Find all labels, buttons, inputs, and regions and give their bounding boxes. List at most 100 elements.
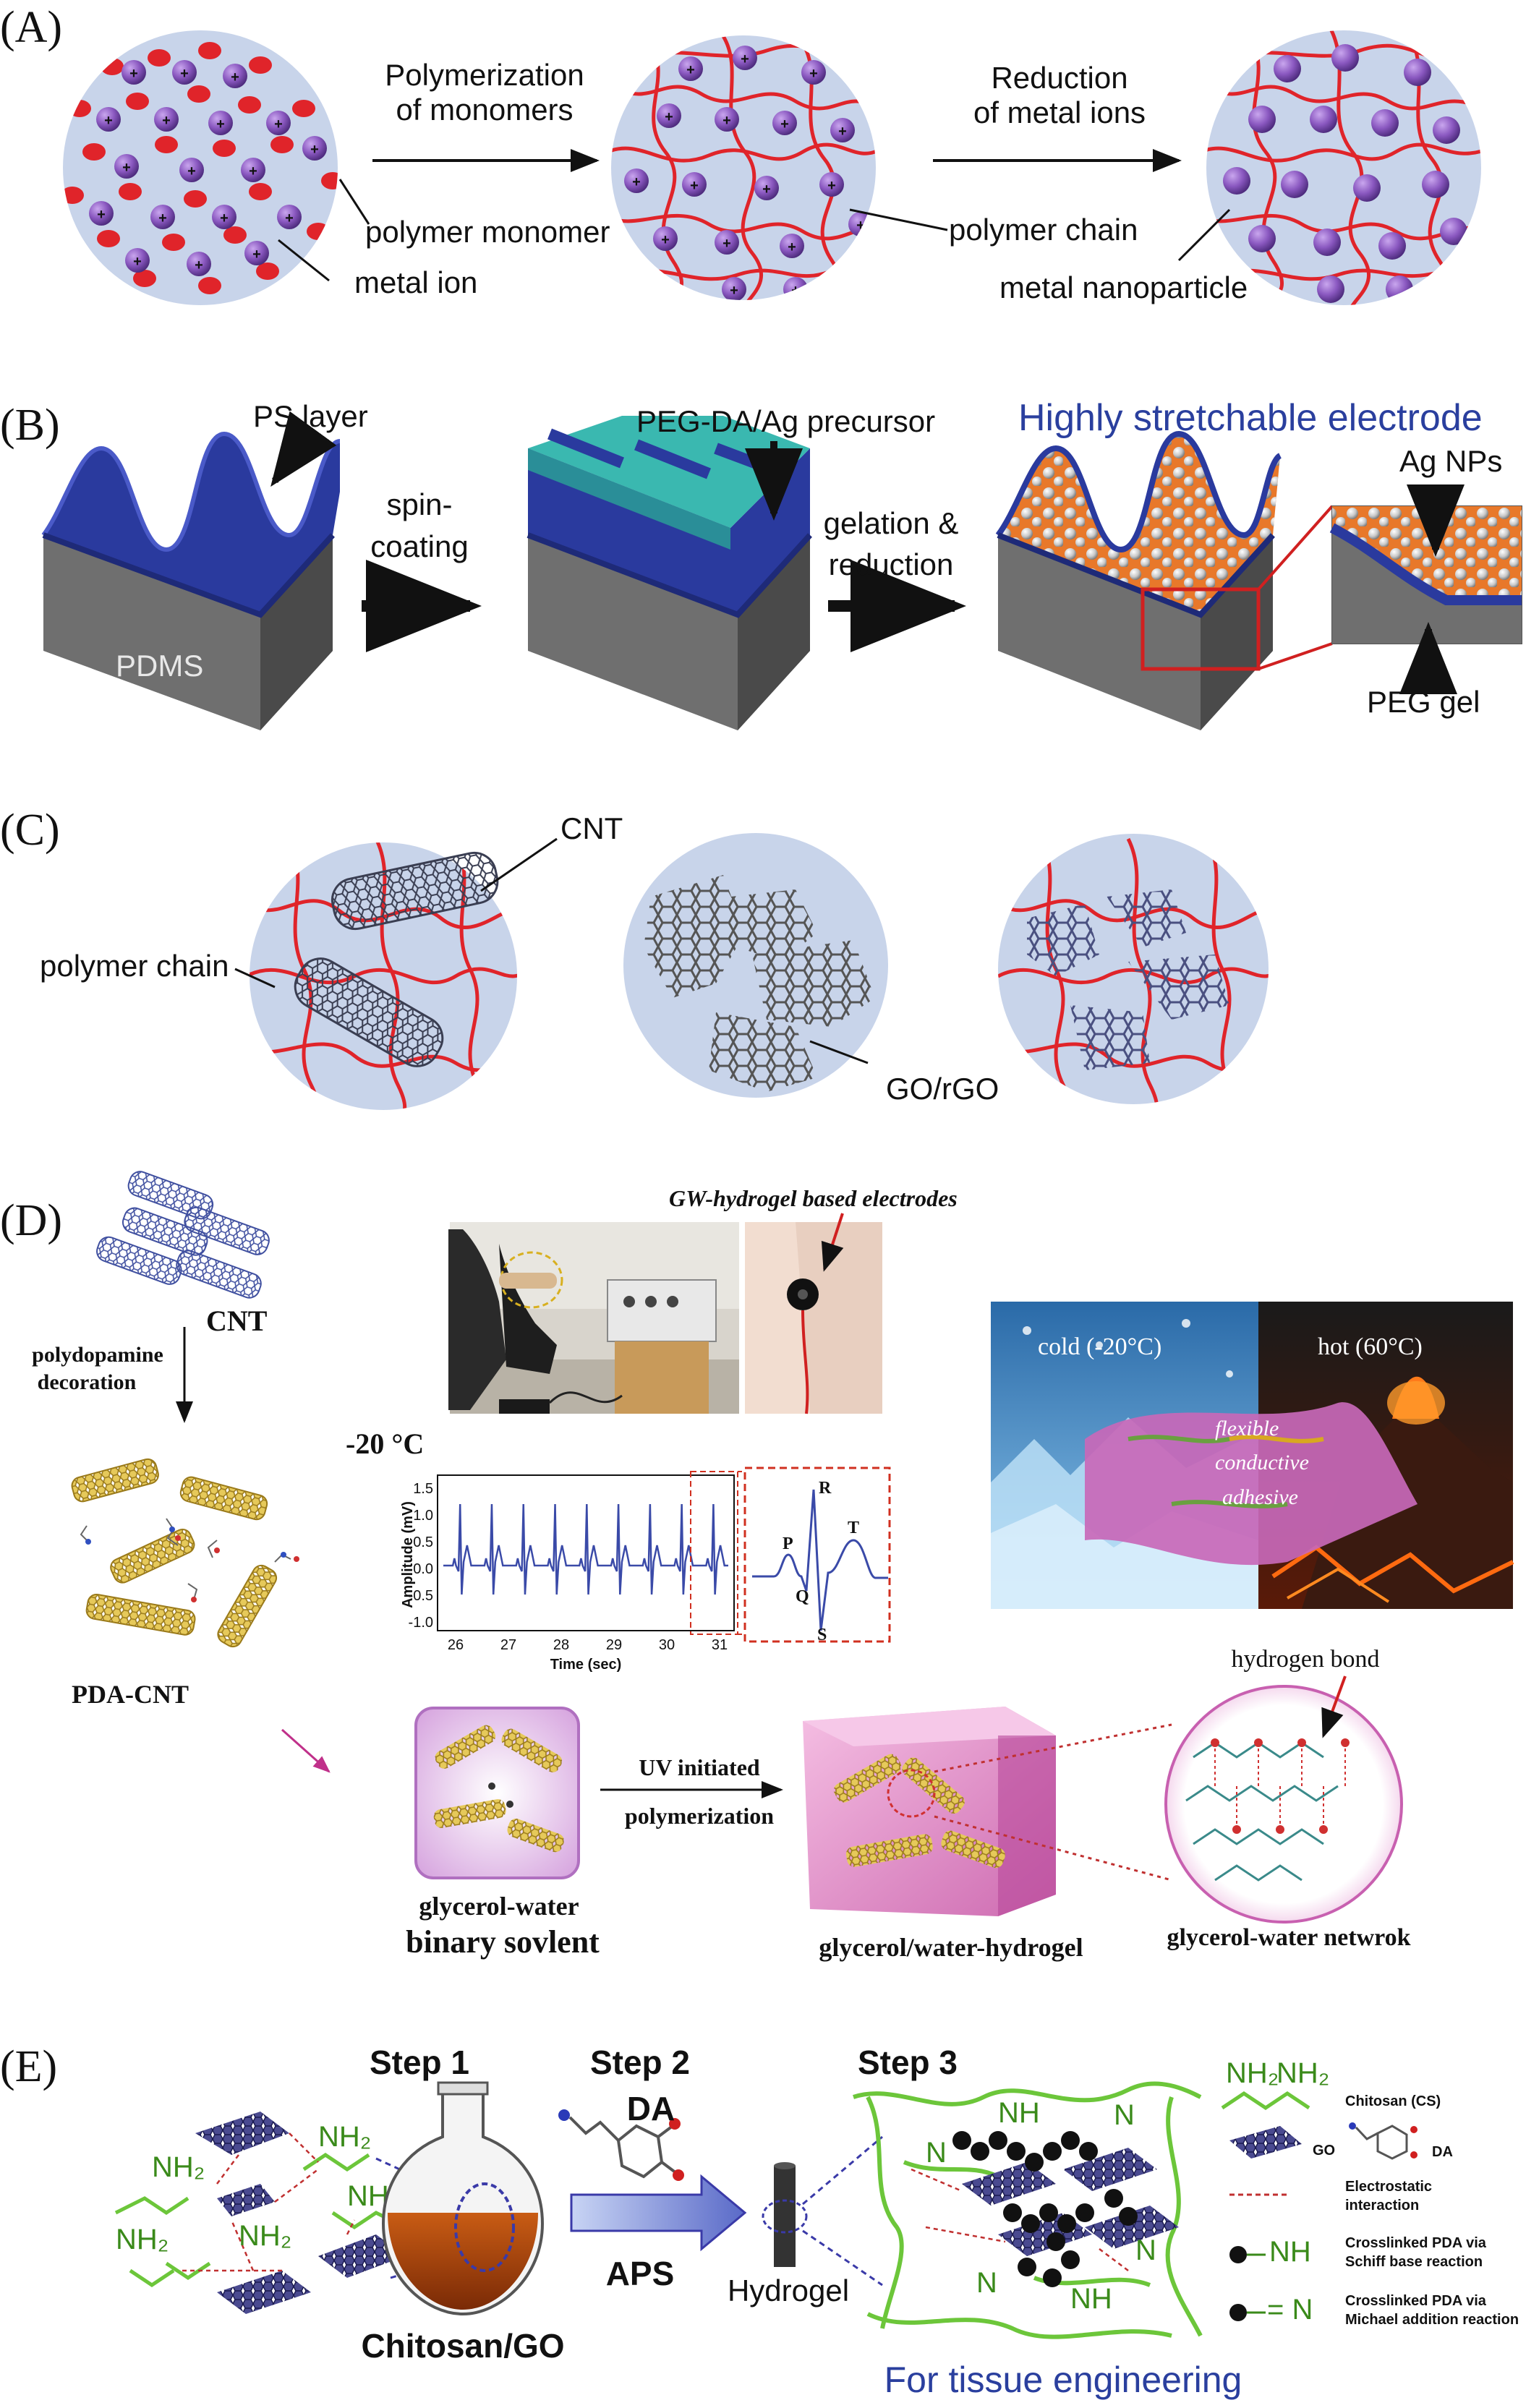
- svg-text:+: +: [780, 116, 789, 132]
- legend-michael-2: Michael addition reaction: [1345, 2312, 1519, 2328]
- panel-e-legend: NH₂ NH₂ Chitosan (CS) GO DA Electrostati…: [1221, 2057, 1519, 2328]
- svg-text:+: +: [249, 163, 257, 179]
- svg-text:+: +: [187, 163, 196, 179]
- ecg-xtick: 27: [500, 1637, 516, 1653]
- solvent-label-2: binary sovlent: [406, 1924, 600, 1960]
- hydrogel-label-d: glycerol/water-hydrogel: [819, 1933, 1083, 1962]
- step3-n-2: N: [1114, 2099, 1135, 2131]
- pda-cnt-cluster: [71, 1458, 299, 1648]
- panel-b-letter: (B): [0, 401, 60, 450]
- svg-text:+: +: [231, 69, 239, 85]
- ps-layer-label: PS layer: [253, 399, 368, 433]
- go-pointer: [809, 1040, 869, 1064]
- panel-a: (A): [0, 3, 1481, 305]
- legend-michael-swatch: [1229, 2304, 1247, 2321]
- ag-nps-label: Ag NPs: [1399, 444, 1502, 478]
- polymer-chain-label-a: polymer chain: [949, 213, 1138, 247]
- ps-layer-arrow: [270, 411, 337, 487]
- chitosan-go-network: NH₂ NH₂ NH₂ NH₂ NH₂: [114, 2112, 406, 2314]
- pdms-ps-block: PDMS: [41, 431, 341, 730]
- svg-text:+: +: [741, 51, 749, 67]
- legend-schiff-2: Schiff base reaction: [1345, 2254, 1483, 2270]
- step3-n-1: N: [926, 2137, 947, 2169]
- binary-solvent-box: [414, 1707, 580, 1879]
- ecg-xtick: 28: [553, 1637, 569, 1653]
- legend-michael-1: Crosslinked PDA via: [1345, 2293, 1487, 2309]
- cnt-label-d: CNT: [206, 1305, 268, 1337]
- precursor-block: [526, 416, 812, 730]
- panel-d-letter: (D): [0, 1196, 62, 1245]
- legend-da: DA: [1432, 2144, 1453, 2160]
- electrodes-arrow: [821, 1213, 844, 1272]
- cold-hot-illustration: cold (-20°C) hot (60°C) flexible conduct…: [991, 1302, 1514, 1609]
- step2-label: Step 2: [590, 2044, 690, 2081]
- ecg-xtick: 29: [606, 1637, 622, 1653]
- ecg-xlabel: Time (sec): [550, 1657, 622, 1673]
- hydrogen-bond-arrow: [1321, 1675, 1347, 1738]
- metal-nanoparticle-label: metal nanoparticle: [999, 270, 1248, 304]
- aps-arrow: [570, 2174, 747, 2252]
- ecg-wave-q: Q: [796, 1587, 809, 1606]
- pda-cnt-to-solvent-arrow: [281, 1728, 331, 1773]
- panel-a-letter: (A): [0, 3, 62, 52]
- legend-go-swatch: [1229, 2126, 1302, 2159]
- ecg-wave-p: P: [783, 1534, 793, 1553]
- monomer-ion-mixture: +++ ++++ ++++ ++++ +++: [63, 30, 338, 305]
- step3-label: Step 3: [858, 2044, 958, 2081]
- ecg-setup-photo: [448, 1222, 739, 1414]
- polymerization-label-2: of monomers: [396, 93, 573, 127]
- svg-text:+: +: [632, 174, 641, 190]
- go-sheets: [623, 833, 888, 1098]
- metal-ion-pointer: [278, 239, 330, 282]
- hydrogel-cylinder: [762, 2162, 808, 2267]
- svg-text:+: +: [216, 116, 225, 132]
- polymer-chain-pointer: [849, 208, 948, 231]
- nanoparticle-pointer: [1177, 208, 1231, 262]
- svg-text:+: +: [122, 160, 131, 176]
- tissue-engineering-label: For tissue engineering: [884, 2360, 1242, 2400]
- pda-cnt-label: PDA-CNT: [72, 1680, 189, 1709]
- electrode-zoom-inset: [1329, 505, 1522, 644]
- legend-nh: NH: [1269, 2236, 1311, 2268]
- uv-label-1: UV initiated: [639, 1754, 760, 1780]
- svg-text:+: +: [285, 210, 294, 226]
- hydrogen-bond-label: hydrogen bond: [1232, 1646, 1380, 1673]
- svg-text:+: +: [158, 210, 167, 226]
- svg-text:+: +: [104, 113, 113, 129]
- panel-c: (C) CNT polymer chain: [0, 806, 1269, 1110]
- svg-text:+: +: [788, 239, 796, 255]
- precursor-label: PEG-DA/Ag precursor: [636, 404, 935, 438]
- cold-label: cold (-20°C): [1038, 1333, 1161, 1360]
- svg-text:+: +: [686, 62, 695, 78]
- svg-text:+: +: [195, 257, 203, 273]
- hydrogel-network: NH NH N N N N: [853, 2081, 1203, 2339]
- wrist-electrode-photo: [745, 1222, 882, 1414]
- svg-text:+: +: [129, 66, 138, 82]
- go-label: GO/rGO: [886, 1072, 999, 1106]
- reduction-label-2: of metal ions: [973, 95, 1146, 129]
- step1-label: Step 1: [370, 2044, 469, 2081]
- svg-text:+: +: [97, 207, 106, 223]
- polymer-chain-label-c: polymer chain: [40, 949, 229, 983]
- decoration-label-1: polydopamine: [32, 1343, 163, 1367]
- zoom-line-bottom: [934, 1815, 1172, 1882]
- prop-flexible: flexible: [1215, 1417, 1279, 1440]
- svg-text:+: +: [722, 113, 731, 129]
- svg-text:+: +: [722, 236, 731, 252]
- legend-electrostatic-1: Electrostatic: [1345, 2179, 1432, 2195]
- zoom-line-top: [934, 1723, 1172, 1773]
- svg-text:+: +: [856, 218, 865, 234]
- ecg-xtick: 26: [448, 1637, 464, 1653]
- panel-e: (E) Step 1 Step 2 Step 3 NH₂: [0, 2042, 1519, 2400]
- step3-n-3: N: [976, 2267, 997, 2299]
- legend-nh2-1: NH₂: [1226, 2057, 1279, 2089]
- hydrogel-cube: [803, 1707, 1056, 1916]
- panel-b: (B) PDMS PS layer spin- coating PEG-DA/A…: [0, 397, 1522, 730]
- ecg-wave-t: T: [848, 1519, 859, 1537]
- legend-chitosan-swatch: [1221, 2091, 1310, 2111]
- panel-e-letter: (E): [0, 2042, 57, 2091]
- svg-text:+: +: [762, 182, 771, 197]
- ecg-temperature: -20 °C: [346, 1427, 424, 1460]
